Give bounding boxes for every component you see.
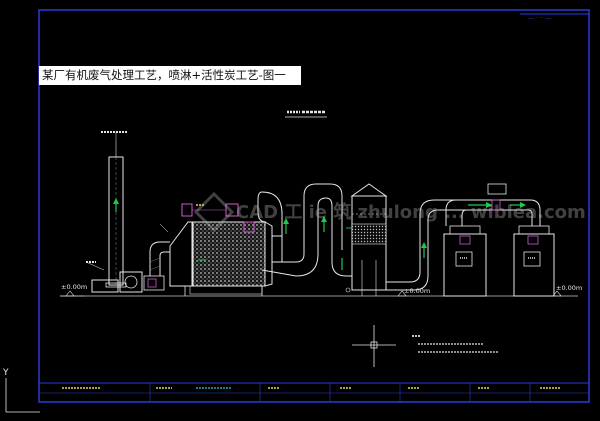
elevation-label-middle: ±0.00m — [404, 287, 430, 295]
notes-block — [412, 335, 498, 353]
elevation-marker-left: ±0.00m — [60, 283, 87, 297]
elevation-label-left: ±0.00m — [61, 283, 87, 291]
image-caption: 某厂有机废气处理工艺，喷淋+活性炭工艺-图一 — [39, 66, 301, 85]
exhaust-stack — [105, 140, 127, 288]
title-block — [39, 382, 589, 402]
dimension-callouts — [181, 203, 255, 233]
fan-cabinet-left — [443, 225, 487, 297]
duct-tower-to-fans — [386, 199, 456, 291]
ucs-axis-icon: Y — [2, 368, 40, 413]
duct-box-to-tower — [257, 183, 352, 277]
spray-tower — [345, 183, 388, 296]
crosshair-cursor-icon — [352, 325, 396, 367]
drawing-title — [285, 110, 327, 118]
elevation-marker-right: ±0.00m — [552, 284, 582, 297]
exhaust-fan — [85, 261, 165, 293]
carbon-adsorption-box — [159, 221, 273, 296]
elevation-marker-middle: ±0.00m — [397, 287, 430, 297]
top-header-duct — [445, 183, 541, 226]
stack-label — [101, 131, 128, 140]
frame-corner-mark: — · ·· — — [528, 15, 551, 22]
ucs-y-label: Y — [2, 368, 9, 378]
watermark: CAD 工 ie 筑 zhulong ... wiblea.com — [193, 191, 586, 233]
drawing-frame — [38, 9, 590, 403]
duct-fan-to-box — [149, 241, 170, 276]
fan-cabinet-right — [513, 225, 555, 297]
watermark-text: CAD 工 ie 筑 zhulong ... wiblea.com — [236, 201, 586, 223]
elevation-label-right: ±0.00m — [556, 284, 582, 292]
